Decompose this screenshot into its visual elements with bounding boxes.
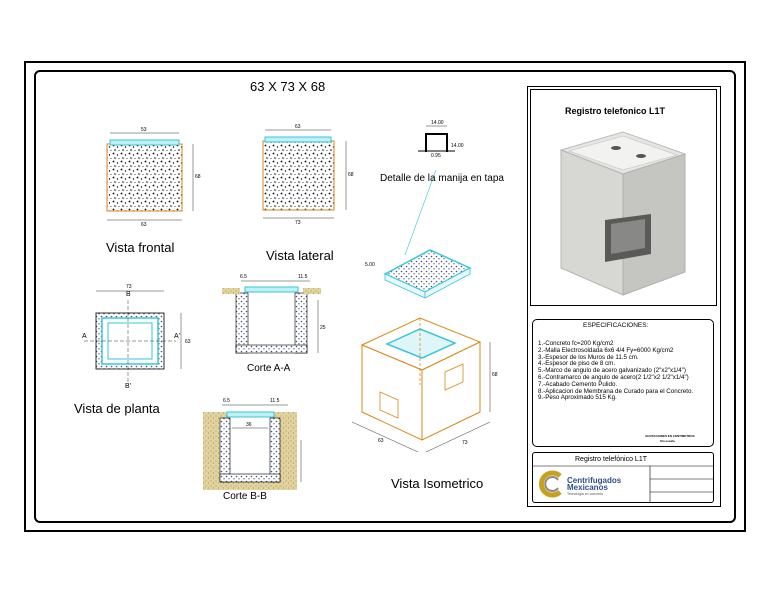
spec-item: 8.-Aplicacion de Membrana de Curado para… (538, 387, 694, 395)
label-vista-planta: Vista de planta (74, 401, 160, 416)
dim-aa-left: 6.5 (240, 274, 247, 280)
corte-aa-drawing (222, 280, 321, 354)
spec-item: 5.-Marco de angulo de acero galvanizado … (538, 367, 686, 375)
label-corte-bb: Corte B-B (223, 491, 267, 502)
sheet-outer-border (24, 61, 746, 532)
spec-heading: ESPECIFICACIONES: (583, 322, 649, 329)
dim-manija-h: 14.00 (451, 143, 464, 149)
dim-planta-top: 73 (126, 284, 132, 290)
isometric-box-drawing (351, 317, 491, 453)
spec-item: 2.-Malla Electrosoldada 6x6 4/4 Fy=6000 … (538, 346, 674, 354)
spec-item: 4.-Espesor de piso de 8 cm. (538, 360, 616, 368)
product-photo (530, 89, 717, 306)
section-mark-b: B (126, 291, 131, 298)
section-mark-a2: A' (174, 333, 181, 340)
dim-bb-left: 6.5 (223, 398, 230, 404)
note-escala: Sin escala (660, 439, 675, 443)
product-title: Registro telefonico L1T (565, 106, 666, 116)
logo-name-line2: Mexicanos (567, 483, 608, 492)
photo-registro-box (559, 131, 687, 296)
section-mark-a: A (82, 333, 87, 340)
label-detalle-manija: Detalle de la manija en tapa (380, 173, 504, 184)
spec-item: 6.-Contramarco de angulo de acero(2 1/2"… (538, 373, 689, 381)
spec-item: 1.-Concreto fc=200 Kg/cm2 (538, 340, 614, 347)
spec-item: 3.-Espesor de los Muros de 11.5 cm. (538, 353, 639, 361)
dim-aa-side: 25 (320, 325, 326, 331)
label-vista-lateral: Vista lateral (266, 248, 334, 263)
logo-mark-icon (539, 470, 562, 498)
dim-iso-x: 63 (378, 438, 384, 444)
section-mark-b2: B' (125, 383, 132, 390)
dim-frontal-top: 53 (141, 127, 147, 133)
dim-iso-y: 73 (462, 440, 468, 446)
vista-lateral-drawing (262, 129, 347, 219)
logo-tagline: Tecnologia en concreto (567, 492, 603, 496)
dim-lateral-side: 68 (348, 172, 354, 178)
label-vista-isometrico: Vista Isometrico (391, 476, 484, 491)
vista-planta-drawing (84, 290, 182, 382)
spec-item: 9.-Peso Aproximado 515 Kg. (538, 394, 617, 402)
spec-box (532, 319, 714, 447)
tapa-isometric-drawing (383, 249, 472, 299)
title-block-grid (532, 465, 714, 503)
dim-frontal-bottom: 63 (141, 222, 147, 228)
spec-item: 7.-Acabado Cemento Pulido. (538, 380, 618, 388)
dim-manija-d: 0.95 (431, 153, 441, 159)
corte-bb-drawing (203, 404, 302, 490)
label-corte-aa: Corte A-A (247, 363, 291, 374)
manija-detail-drawing (404, 125, 455, 256)
vista-frontal-drawing (106, 132, 194, 221)
dim-iso-z: 68 (492, 372, 498, 378)
label-vista-frontal: Vista frontal (106, 240, 175, 255)
dim-aa-right: 11.5 (298, 274, 308, 280)
drawing-title: 63 X 73 X 68 (250, 79, 326, 94)
logo-name-line1: Centrifugados (567, 476, 622, 485)
dim-tapa-h: 5.00 (365, 262, 375, 268)
title-block (532, 452, 714, 503)
dim-manija-w: 14.00 (431, 120, 444, 126)
note-acotaciones: ACOTACIONES EN CENTIMETROS (645, 434, 695, 438)
sidebar-panel (527, 86, 721, 507)
spec-list: 1.-Concreto fc=200 Kg/cm2 2.-Malla Elect… (538, 340, 694, 402)
dim-bb-right: 11.5 (270, 398, 280, 404)
logo-name: Centrifugados Mexicanos (567, 476, 622, 492)
dim-lateral-top: 63 (295, 124, 301, 130)
title-block-name: Registro telefónico L1T (575, 456, 647, 463)
dim-planta-side: 63 (185, 339, 191, 345)
dim-frontal-side: 68 (195, 174, 201, 180)
dim-bb-mid: 36 (246, 422, 252, 428)
dim-lateral-bottom: 73 (295, 220, 301, 226)
sheet-inner-border (34, 70, 736, 523)
